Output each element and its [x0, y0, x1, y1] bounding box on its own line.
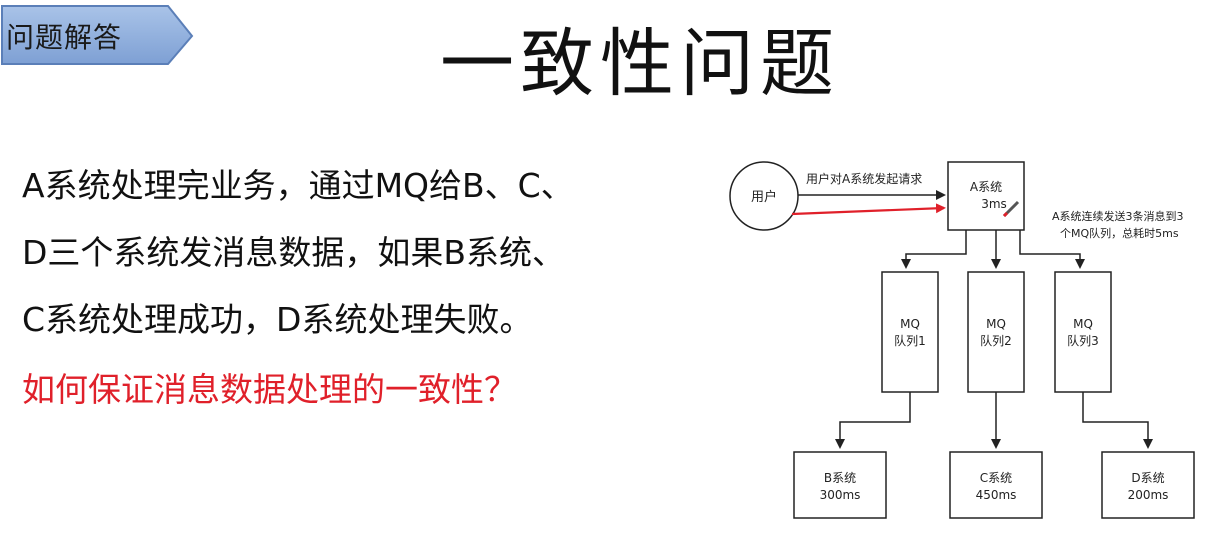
description-line: A系统处理完业务，通过MQ给B、C、 — [22, 166, 574, 205]
user-node: 用户 — [729, 161, 799, 231]
queue-label: MQ — [900, 317, 920, 331]
system-a-name: A系统 — [970, 180, 1002, 194]
description-line: C系统处理成功，D系统处理失败。 — [22, 300, 533, 339]
queue-label: MQ — [1073, 317, 1093, 331]
queues-to-systems-connectors — [835, 392, 1153, 449]
system-name: B系统 — [824, 471, 856, 485]
system-a-time: 3ms — [981, 197, 1007, 211]
architecture-diagram: 用户 用户对A系统发起请求 A系统 3ms A系统连续发送3条消息到3 个MQ队… — [729, 161, 1195, 519]
question-text: 如何保证消息数据处理的一致性？ — [22, 370, 517, 409]
system-d-node: D系统 200ms — [1101, 451, 1195, 519]
system-a-node: A系统 3ms — [947, 161, 1025, 231]
system-time: 450ms — [976, 488, 1017, 502]
system-name: D系统 — [1131, 471, 1164, 485]
section-tag-label: 问题解答 — [6, 21, 123, 54]
mq-queue-1: MQ 队列1 — [881, 271, 939, 393]
user-label: 用户 — [751, 189, 777, 205]
queue-name: 队列2 — [980, 333, 1012, 348]
system-b-node: B系统 300ms — [793, 451, 887, 519]
page-title: 一致性问题 — [440, 21, 840, 107]
highlight-arrow — [791, 203, 946, 216]
pencil-icon — [1002, 200, 1020, 218]
system-time: 300ms — [820, 488, 861, 502]
mq-queue-3: MQ 队列3 — [1054, 271, 1112, 393]
queue-name: 队列3 — [1067, 333, 1099, 348]
queue-name: 队列1 — [894, 333, 926, 348]
problem-description: A系统处理完业务，通过MQ给B、C、 D三个系统发消息数据，如果B系统、 C系统… — [22, 152, 662, 353]
mq-queue-2: MQ 队列2 — [967, 271, 1025, 393]
send-note-line: A系统连续发送3条消息到3 — [1052, 209, 1184, 223]
description-line: D三个系统发消息数据，如果B系统、 — [22, 233, 566, 272]
system-time: 200ms — [1128, 488, 1169, 502]
request-label: 用户对A系统发起请求 — [806, 171, 922, 186]
queue-label: MQ — [986, 317, 1006, 331]
system-c-node: C系统 450ms — [949, 451, 1043, 519]
section-tag: 问题解答 — [0, 2, 195, 66]
a-to-queues-connectors — [901, 230, 1085, 269]
send-note-line: 个MQ队列，总耗时5ms — [1060, 226, 1179, 240]
tag-arrow-shape — [1, 5, 194, 65]
system-name: C系统 — [980, 471, 1012, 485]
